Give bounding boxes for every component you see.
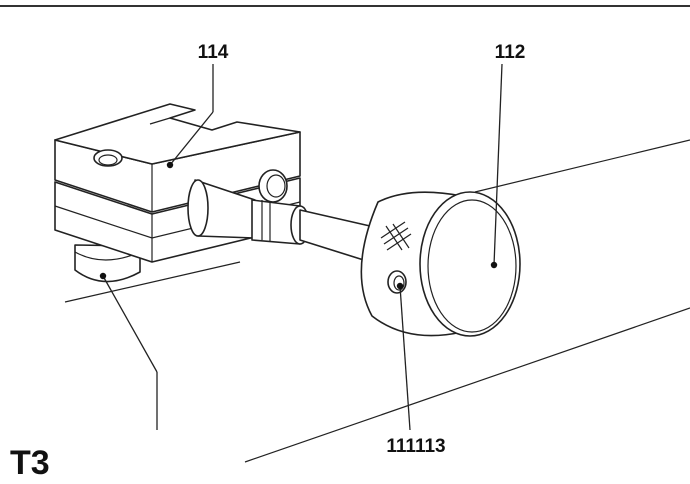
leader-dots [99,161,498,290]
knurl-mark [380,221,412,251]
rail-lines [64,139,690,463]
callout-111113: 111113 [386,436,445,457]
figure-id-label: T3 [10,444,50,482]
clamp-block [54,103,301,263]
mounting-foot [74,244,141,283]
callout-114: 114 [198,42,229,63]
leader-lines [102,63,503,431]
callout-112: 112 [495,42,526,63]
